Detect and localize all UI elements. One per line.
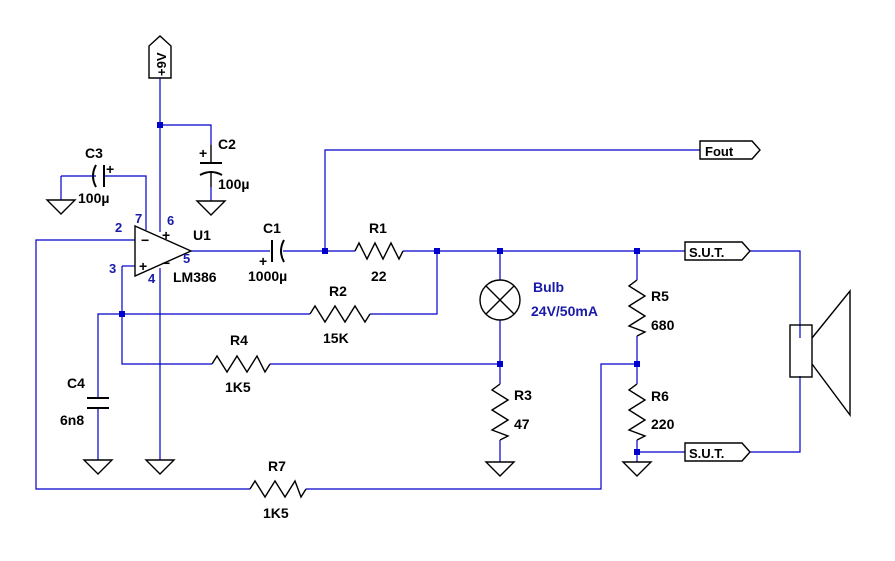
resistor-r3: R3 47: [490, 383, 532, 441]
capacitor-c3: + C3 100µ: [78, 145, 114, 206]
pin-6: 6: [167, 213, 174, 228]
r6-value: 220: [651, 416, 675, 432]
capacitor-c2: + C2 100µ: [199, 136, 249, 192]
r6-ref: R6: [651, 388, 669, 404]
c2-ref: C2: [218, 136, 236, 152]
bulb-ref: Bulb: [533, 279, 564, 295]
sut-top-label: S.U.T.: [689, 245, 724, 260]
ground-icon: [195, 200, 227, 216]
r7-ref: R7: [268, 458, 286, 474]
resistor-r6: R6 220: [627, 383, 675, 441]
c1-value: 1000µ: [248, 268, 287, 284]
junctions: [119, 122, 640, 455]
r1-value: 22: [371, 268, 387, 284]
port-sut-top: S.U.T.: [684, 241, 751, 261]
r2-ref: R2: [329, 283, 347, 299]
r7-value: 1K5: [263, 505, 289, 521]
c1-ref: C1: [263, 220, 281, 236]
ground-icon: [621, 461, 653, 477]
resistor-r5: R5 680: [627, 279, 675, 337]
opamp-vcc-plus: +: [162, 227, 170, 243]
sut-bottom-label: S.U.T.: [689, 446, 724, 461]
opamp-gnd-minus: −: [162, 255, 170, 271]
pin-3: 3: [109, 261, 116, 276]
r2-value: 15K: [323, 330, 349, 346]
resistor-r1: R1 22: [354, 220, 404, 284]
wires: [35, 78, 801, 490]
ground-icon: [484, 461, 516, 477]
opamp-u1: − + + − 2 7 6 5 3 4 U1 LM386: [109, 211, 217, 286]
grounds: [45, 199, 653, 477]
pin-4: 4: [148, 271, 156, 286]
c1-plus: +: [259, 253, 267, 269]
c2-plus: +: [199, 145, 207, 161]
c3-value: 100µ: [78, 190, 109, 206]
speaker-icon: [789, 289, 851, 418]
port-sut-bottom: S.U.T.: [684, 442, 751, 462]
opamp-minus: −: [141, 232, 149, 248]
r5-ref: R5: [651, 288, 669, 304]
pin-5: 5: [183, 251, 190, 266]
opamp-ref: U1: [193, 227, 211, 243]
supply-flag: +9V: [148, 35, 172, 79]
r3-ref: R3: [514, 387, 532, 403]
resistor-r2: R2 15K: [309, 283, 371, 346]
c4-value: 6n8: [60, 412, 84, 428]
capacitor-c1: + C1 1000µ: [248, 220, 287, 284]
capacitor-c4: C4 6n8: [60, 375, 109, 428]
r3-value: 47: [514, 416, 530, 432]
opamp-model: LM386: [173, 269, 217, 285]
c3-ref: C3: [85, 145, 103, 161]
ground-icon: [45, 199, 77, 215]
supply-label: +9V: [154, 52, 169, 76]
opamp-plus-in: +: [139, 258, 147, 274]
r1-ref: R1: [369, 220, 387, 236]
resistor-r7: R7 1K5: [249, 458, 307, 521]
c4-ref: C4: [67, 375, 85, 391]
resistor-r4: R4 1K5: [211, 332, 271, 395]
c2-value: 100µ: [218, 176, 249, 192]
c3-plus: +: [106, 161, 114, 177]
pin-2: 2: [115, 220, 122, 235]
ground-icon: [144, 459, 176, 475]
bulb: Bulb 24V/50mA: [479, 279, 598, 321]
ground-icon: [82, 459, 114, 475]
r5-value: 680: [651, 317, 675, 333]
r4-ref: R4: [230, 332, 248, 348]
port-fout: Fout: [699, 140, 761, 160]
r4-value: 1K5: [225, 379, 251, 395]
fout-label: Fout: [705, 144, 734, 159]
bulb-value: 24V/50mA: [531, 303, 598, 319]
pin-7: 7: [135, 211, 142, 226]
